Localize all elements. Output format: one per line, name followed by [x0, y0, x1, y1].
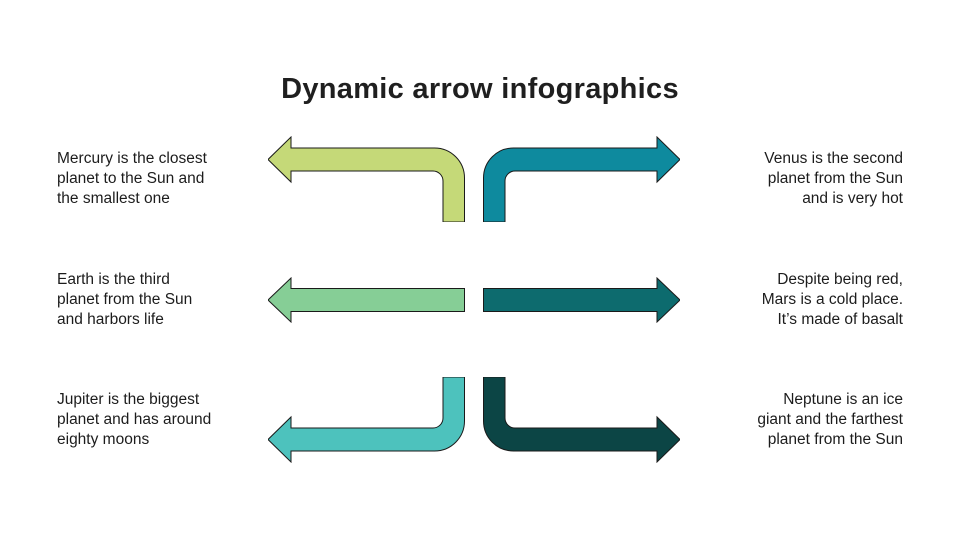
arrow-earth-shape: [268, 277, 465, 323]
caption-mercury: Mercury is the closest planet to the Sun…: [57, 150, 207, 207]
caption-jupiter: Jupiter is the biggest planet and has ar…: [57, 391, 212, 448]
arrow-venus-shape: [483, 136, 680, 222]
arrow-mercury-icon: [268, 136, 465, 222]
caption-neptune: Neptune is an ice giant and the farthest…: [757, 391, 903, 448]
arrow-neptune-shape: [483, 377, 680, 463]
arrow-earth-icon: [268, 277, 465, 323]
page-title: Dynamic arrow infographics: [281, 73, 679, 106]
arrow-mercury-shape: [268, 136, 465, 222]
caption-mars: Despite being red, Mars is a cold place.…: [761, 271, 903, 328]
arrow-mars-shape: [483, 277, 680, 323]
caption-venus: Venus is the second planet from the Sun …: [764, 150, 903, 207]
arrow-neptune-icon: [483, 377, 680, 463]
arrow-mars-icon: [483, 277, 680, 323]
arrow-venus-icon: [483, 136, 680, 222]
arrow-jupiter-shape: [268, 377, 465, 463]
caption-earth: Earth is the third planet from the Sun a…: [57, 271, 193, 328]
arrow-jupiter-icon: [268, 377, 465, 463]
